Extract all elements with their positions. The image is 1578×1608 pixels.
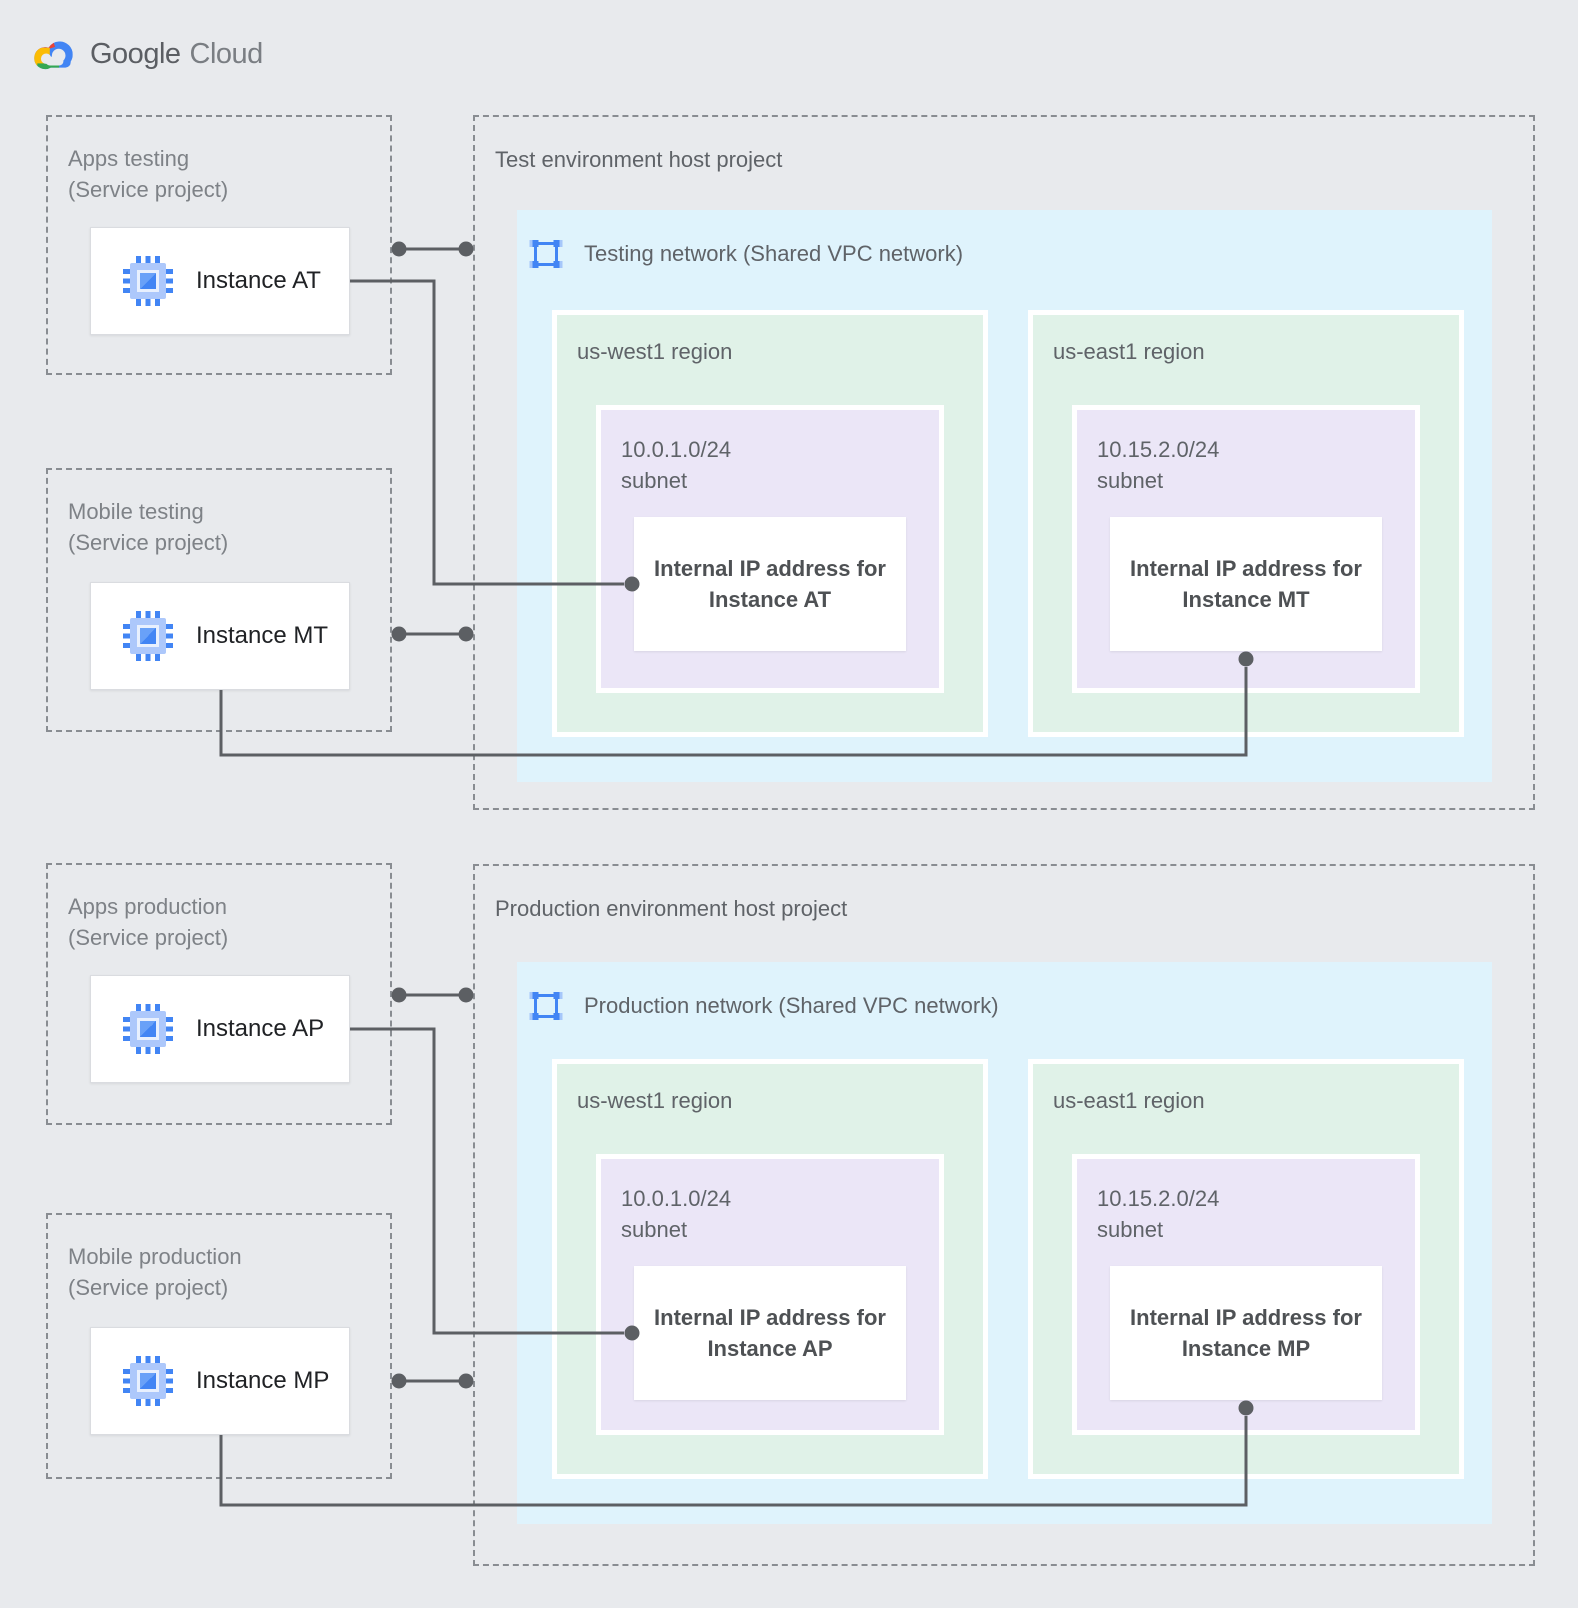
subnet-box-us-east1-test: 10.15.2.0/24 subnet Internal IP address … [1072,405,1420,693]
instance-label: Instance MP [196,1367,330,1394]
service-project-name: Apps production [68,894,227,919]
service-project-box-mobile-production: Mobile production (Service project) Inst… [46,1213,392,1479]
instance-label: Instance MT [196,622,329,649]
subnet-cidr: 10.0.1.0/24 [621,1186,732,1211]
service-project-label: Apps production (Service project) [68,891,228,953]
connector-dot [391,1373,407,1389]
connector-dot [458,987,474,1003]
service-project-label: Mobile testing (Service project) [68,496,228,558]
service-project-type: (Service project) [68,530,229,555]
subnet-word: subnet [1097,468,1164,493]
internal-ip-text-line1: Internal IP address for [654,1305,886,1330]
service-project-name: Mobile production [68,1244,242,1269]
service-project-box-apps-testing: Apps testing (Service project) Instance … [46,115,392,375]
subnet-box-us-east1-production: 10.15.2.0/24 subnet Internal IP address … [1072,1154,1420,1435]
service-project-type: (Service project) [68,925,229,950]
subnet-box-us-west1-production: 10.0.1.0/24 subnet Internal IP address f… [596,1154,944,1435]
host-project-title: Test environment host project [495,147,783,172]
subnet-word: subnet [621,1217,688,1242]
instance-label: Instance AP [196,1015,325,1042]
vpc-network-header: Production network (Shared VPC network) [528,988,999,1024]
vpc-network-label: Production network (Shared VPC network) [584,993,999,1018]
subnet-cidr: 10.0.1.0/24 [621,437,732,462]
vpc-network-box-testing: Testing network (Shared VPC network) us-… [517,210,1492,782]
service-project-type: (Service project) [68,177,229,202]
internal-ip-text-line1: Internal IP address for [1130,556,1362,581]
internal-ip-card-at: Internal IP address for Instance AT [634,517,906,651]
instance-card-mt: Instance MT [90,582,350,690]
subnet-word: subnet [621,468,688,493]
google-cloud-logo: Google Cloud [30,34,263,74]
connector-dot [391,987,407,1003]
service-project-box-mobile-testing: Mobile testing (Service project) Instanc… [46,468,392,732]
service-project-name: Apps testing [68,146,190,171]
subnet-box-us-west1-test: 10.0.1.0/24 subnet Internal IP address f… [596,405,944,693]
instance-card-at: Instance AT [90,227,350,335]
logo-text-google: Google [90,37,181,70]
connector-dot [458,241,474,257]
region-label: us-west1 region [577,339,733,364]
region-box-us-west1-test: us-west1 region 10.0.1.0/24 subnet Inter… [552,310,988,737]
subnet-label: 10.15.2.0/24 subnet [1097,1183,1219,1245]
region-box-us-east1-test: us-east1 region 10.15.2.0/24 subnet Inte… [1028,310,1464,737]
internal-ip-card-ap: Internal IP address for Instance AP [634,1266,906,1400]
connector-dot [391,626,407,642]
region-label: us-west1 region [577,1088,733,1113]
subnet-label: 10.15.2.0/24 subnet [1097,434,1219,496]
internal-ip-text-line2: Instance MT [1182,587,1310,612]
service-project-label: Mobile production (Service project) [68,1241,242,1303]
connector-dot [458,1373,474,1389]
region-label: us-east1 region [1053,1088,1205,1113]
host-project-box-test: Test environment host project [473,115,1535,810]
region-box-us-west1-production: us-west1 region 10.0.1.0/24 subnet Inter… [552,1059,988,1479]
vpc-network-label: Testing network (Shared VPC network) [584,241,964,266]
internal-ip-text-line1: Internal IP address for [1130,1305,1362,1330]
internal-ip-card-mt: Internal IP address for Instance MT [1110,517,1382,651]
region-box-us-east1-production: us-east1 region 10.15.2.0/24 subnet Inte… [1028,1059,1464,1479]
google-cloud-logo-icon [34,41,73,70]
compute-engine-icon [123,1356,173,1406]
logo-text-cloud: Cloud [189,37,264,70]
subnet-label: 10.0.1.0/24 subnet [621,434,731,496]
host-project-box-production: Production environment host project [473,864,1535,1566]
instance-card-ap: Instance AP [90,975,350,1083]
instance-label: Instance AT [196,267,321,294]
internal-ip-card-mp: Internal IP address for Instance MP [1110,1266,1382,1400]
compute-engine-icon [123,256,173,306]
service-project-type: (Service project) [68,1275,229,1300]
subnet-label: 10.0.1.0/24 subnet [621,1183,731,1245]
internal-ip-text-line2: Instance MP [1181,1336,1311,1361]
service-project-name: Mobile testing [68,499,204,524]
host-project-title: Production environment host project [495,896,848,921]
instance-card-mp: Instance MP [90,1327,350,1435]
connector-dot [458,626,474,642]
region-label: us-east1 region [1053,339,1205,364]
subnet-cidr: 10.15.2.0/24 [1097,437,1220,462]
internal-ip-text-line1: Internal IP address for [654,556,886,581]
vpc-network-header: Testing network (Shared VPC network) [528,236,963,272]
compute-engine-icon [123,1004,173,1054]
service-project-label: Apps testing (Service project) [68,143,228,205]
connector-dot [391,241,407,257]
subnet-word: subnet [1097,1217,1164,1242]
vpc-network-icon [529,240,563,268]
service-project-box-apps-production: Apps production (Service project) Instan… [46,863,392,1125]
vpc-network-icon [529,992,563,1020]
internal-ip-text-line2: Instance AP [707,1336,833,1361]
internal-ip-text-line2: Instance AT [708,587,832,612]
subnet-cidr: 10.15.2.0/24 [1097,1186,1220,1211]
compute-engine-icon [123,611,173,661]
vpc-network-box-production: Production network (Shared VPC network) … [517,962,1492,1524]
